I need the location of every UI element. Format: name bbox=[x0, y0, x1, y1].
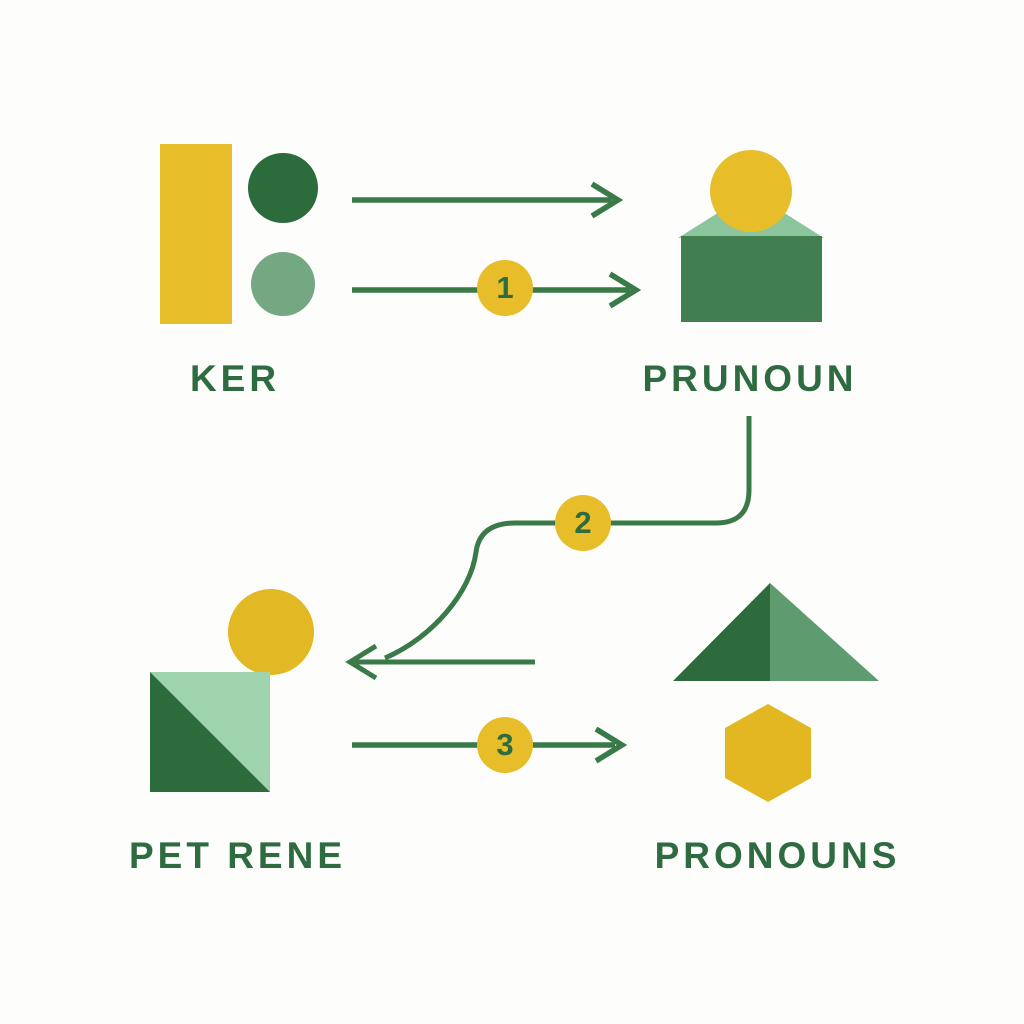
pronouns-triangle-right-shape bbox=[770, 583, 879, 681]
petrene-circle-shape bbox=[228, 589, 314, 675]
ker-rectangle-shape bbox=[160, 144, 232, 324]
step-badge-1-number: 1 bbox=[496, 270, 514, 305]
arrow-top-head-icon bbox=[590, 181, 624, 219]
step-badge-1: 1 bbox=[477, 260, 533, 316]
arrow-step-3-head-icon bbox=[594, 726, 628, 764]
step-badge-2-number: 2 bbox=[574, 505, 592, 540]
node-label-prunoun: PRUNOUN bbox=[642, 358, 858, 399]
node-label-pronouns: PRONOUNS bbox=[654, 835, 901, 876]
ker-dark-circle-shape bbox=[248, 153, 318, 223]
pronouns-triangle-left-shape bbox=[673, 583, 770, 681]
connector-step-2 bbox=[345, 416, 752, 681]
petrene-split-square-shape bbox=[150, 672, 270, 792]
arrow-step-1-head-icon bbox=[608, 271, 642, 309]
pronouns-hexagon-shape bbox=[725, 704, 811, 802]
ker-sage-circle-shape bbox=[251, 252, 315, 316]
node-label-pet-rene: PET RENE bbox=[128, 835, 347, 876]
prunoun-circle-shape bbox=[710, 150, 792, 232]
connector-step-2-curve bbox=[384, 416, 752, 661]
connector-step-2-head-icon bbox=[345, 643, 378, 681]
arrow-top bbox=[352, 181, 624, 219]
node-label-ker: KER bbox=[189, 358, 281, 399]
step-badge-3: 3 bbox=[477, 717, 533, 773]
prunoun-square-shape bbox=[681, 236, 822, 322]
step-badge-2: 2 bbox=[555, 495, 611, 551]
step-badge-3-number: 3 bbox=[496, 727, 514, 762]
